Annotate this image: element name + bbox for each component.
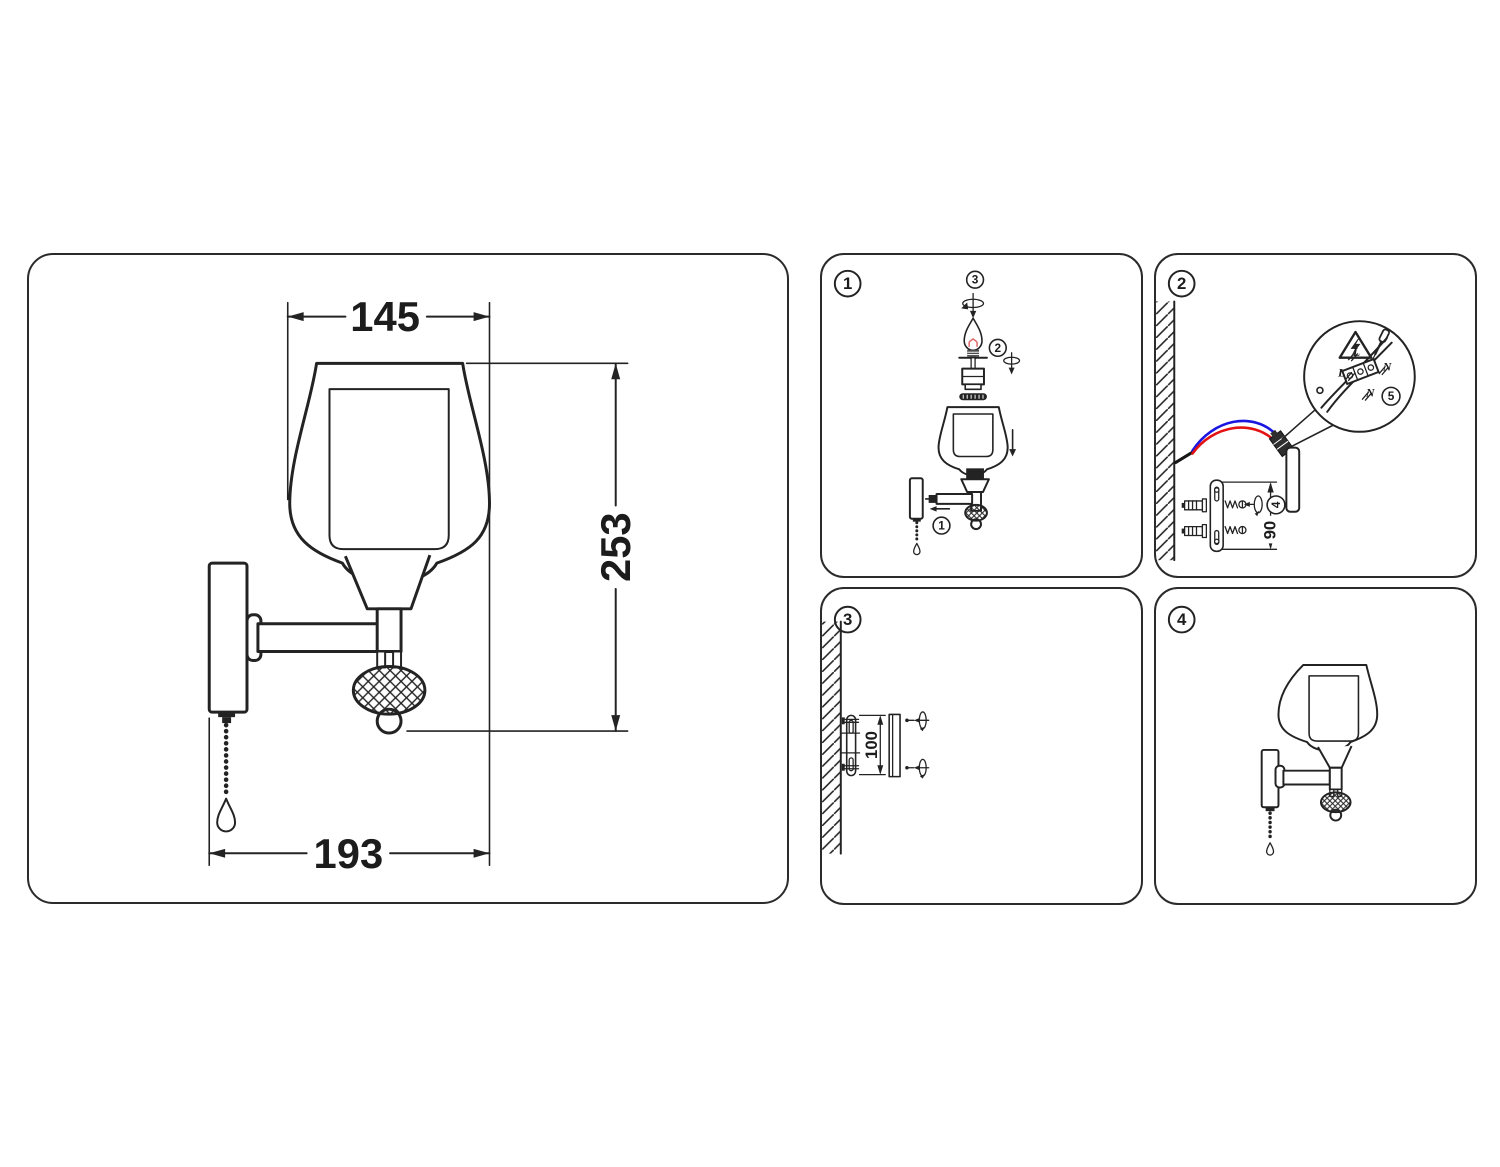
- step-1-drawing: 1 3 2: [833, 269, 1021, 556]
- rotation-icon: [1253, 495, 1263, 517]
- glass-shade-small: [937, 406, 1009, 477]
- shade-cup: [960, 478, 990, 494]
- candle-bulb: [963, 317, 983, 360]
- terminal-connection: [1320, 337, 1393, 413]
- shade-funnel: [1317, 745, 1353, 769]
- callout-screws: 4: [1266, 495, 1286, 515]
- svg-text:1: 1: [938, 519, 945, 533]
- svg-text:3: 3: [843, 610, 852, 629]
- svg-text:2: 2: [1177, 274, 1186, 293]
- step-4-panel: 4: [1154, 587, 1477, 905]
- step-3-panel: 3 100: [820, 587, 1143, 905]
- sconce-dimension-drawing: 145 253 193: [207, 293, 639, 877]
- magnifier-bubble: L N L N 5: [1303, 320, 1416, 433]
- socket-tube: [375, 607, 403, 654]
- wire-loop: [1316, 386, 1324, 395]
- step-badge: 4: [1167, 605, 1196, 634]
- mounting-screw-icon: [1224, 500, 1255, 509]
- wire-blue: [1191, 419, 1278, 452]
- shade-inner-wall: [328, 388, 450, 551]
- glass-shade: [288, 361, 491, 585]
- shade-funnel: [344, 554, 432, 611]
- crystal-knob-small: [964, 503, 988, 522]
- knurled-ring: [959, 393, 987, 401]
- step-badge: 2: [1167, 269, 1196, 298]
- shade-inner-wall: [1308, 675, 1360, 742]
- step-3-drawing: 3 100: [822, 605, 930, 855]
- wall-anchor-dowel-icon: [1181, 498, 1208, 513]
- rotation-icon: [1003, 352, 1021, 375]
- wall-section-hatch: [822, 620, 842, 855]
- terminal-label-n: N: [1382, 360, 1392, 374]
- bracket-length-dimension: 100: [858, 714, 886, 776]
- step-1-panel: 1 3 2: [820, 253, 1143, 578]
- mounting-detail: 4 90: [1181, 479, 1286, 553]
- step-4-drawing: 4: [1167, 605, 1379, 856]
- dimensions-panel: 145 253 193: [27, 253, 789, 904]
- socket-tube: [1328, 766, 1343, 791]
- lightning-icon: [1350, 337, 1361, 356]
- svg-text:4: 4: [1269, 501, 1283, 508]
- glass-shade: [1277, 664, 1379, 752]
- warning-triangle-icon: [1338, 330, 1373, 359]
- svg-text:5: 5: [1388, 389, 1395, 403]
- chain-teardrop: [913, 542, 921, 556]
- terminal-label-l: L: [1337, 366, 1345, 380]
- wall-anchor-dowel-icon: [1181, 523, 1208, 539]
- bracket-strip: [888, 713, 901, 778]
- down-arrow-icon: [1009, 429, 1017, 457]
- dim-bracket-length: 100: [862, 731, 881, 759]
- wall-plate: [207, 561, 249, 714]
- mounting-screw-icon: [905, 711, 930, 732]
- pull-chain: [216, 711, 237, 833]
- lamp-socket: [958, 356, 988, 391]
- callout-wiring: 5: [1381, 386, 1401, 406]
- step-2-drawing: 2: [1156, 269, 1416, 562]
- bracket-assembly: [908, 468, 990, 556]
- rotation-icon: [961, 292, 985, 319]
- svg-text:1: 1: [843, 274, 852, 293]
- assembled-sconce: [1260, 664, 1379, 856]
- dim-width-bottom: 193: [314, 830, 384, 877]
- arm: [1282, 769, 1331, 786]
- wall-plate-small: [908, 477, 924, 520]
- bulb-filament: [968, 338, 978, 347]
- terminal-label-n: N: [1365, 385, 1375, 399]
- crystal-knob: [351, 664, 427, 716]
- wire-red: [1191, 426, 1276, 455]
- mounting-screw-icon: [1224, 525, 1247, 535]
- mounting-screw-icon: [905, 758, 930, 779]
- dimension-annotations: 145 253 193: [208, 293, 639, 877]
- chain-teardrop: [1265, 842, 1275, 856]
- wall-section-hatch: [1156, 300, 1176, 562]
- dim-height: 253: [592, 512, 639, 582]
- mounting-strip: [1209, 479, 1224, 553]
- dim-hole-spacing: 90: [1261, 521, 1280, 540]
- mounting-strip-on-wall: [841, 714, 861, 777]
- svg-text:3: 3: [972, 273, 979, 287]
- crystal-knob: [1319, 791, 1352, 814]
- wall-sconce-drawing: [207, 361, 491, 833]
- callout-socket: 2: [988, 338, 1007, 358]
- arm: [256, 622, 380, 654]
- step-2-panel: 2: [1154, 253, 1477, 578]
- svg-text:4: 4: [1177, 610, 1187, 629]
- callout-bulb: 3: [965, 270, 985, 289]
- chain-teardrop: [216, 797, 237, 833]
- wall-plate: [1285, 446, 1301, 513]
- mains-cable: [1174, 449, 1196, 464]
- arm-small: [935, 493, 974, 505]
- callout-bracket: 1: [932, 516, 951, 535]
- socket-cap: [966, 468, 984, 480]
- svg-text:2: 2: [994, 341, 1001, 355]
- step-badge: 1: [833, 269, 862, 298]
- dim-width-top: 145: [350, 293, 420, 340]
- terminal-label-l: L: [1352, 345, 1360, 359]
- pull-chain: [1265, 807, 1275, 856]
